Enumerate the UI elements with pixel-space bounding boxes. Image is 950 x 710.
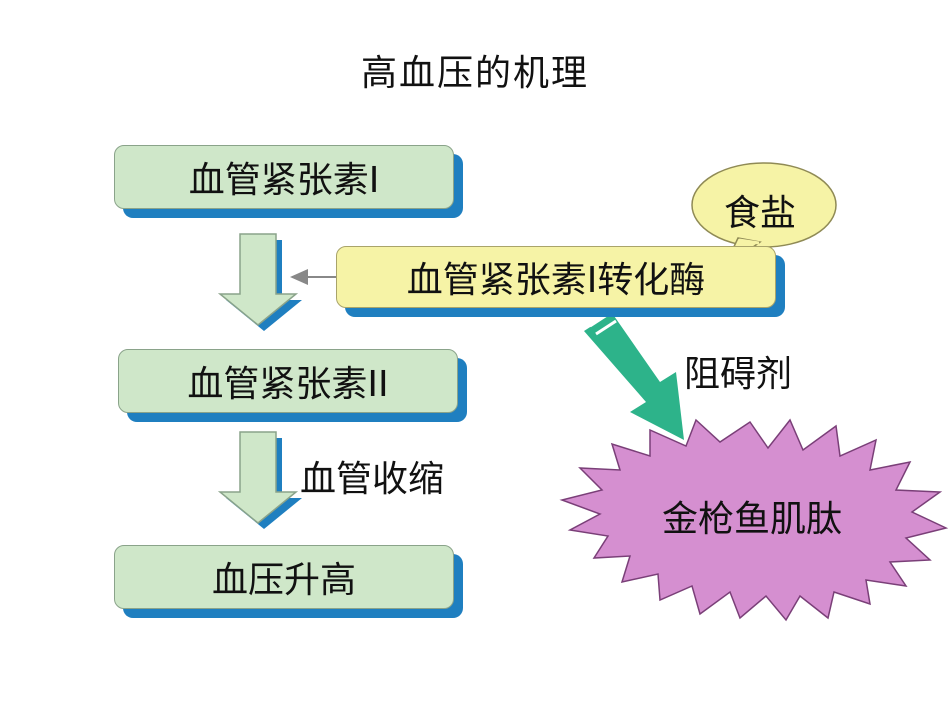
blood-pressure-rise-label: 血压升高: [211, 560, 356, 601]
blood-pressure-rise-box: 血压升高: [114, 545, 454, 609]
ace-enzyme-box: 血管紧张素I转化酶: [336, 246, 776, 308]
tuna-peptide-starburst: [559, 418, 949, 622]
inhibitor-arrow: [584, 311, 684, 440]
down-arrow-1: [217, 233, 302, 331]
ace-enzyme-label: 血管紧张素I转化酶: [406, 260, 706, 301]
down-arrow-2: [217, 431, 302, 529]
tuna-peptide-label: 金枪鱼肌肽: [662, 499, 843, 540]
angiotensin-1-box: 血管紧张素I: [114, 145, 454, 209]
inhibitor-label: 阻碍剂: [684, 354, 793, 395]
salt-label: 食盐: [724, 193, 797, 234]
diagram-title: 高血压的机理: [360, 53, 589, 94]
angiotensin-2-label: 血管紧张素II: [187, 364, 389, 405]
vasoconstriction-label: 血管收缩: [300, 459, 445, 500]
angiotensin-2-box: 血管紧张素II: [118, 349, 458, 413]
angiotensin-1-label: 血管紧张素I: [188, 160, 380, 201]
